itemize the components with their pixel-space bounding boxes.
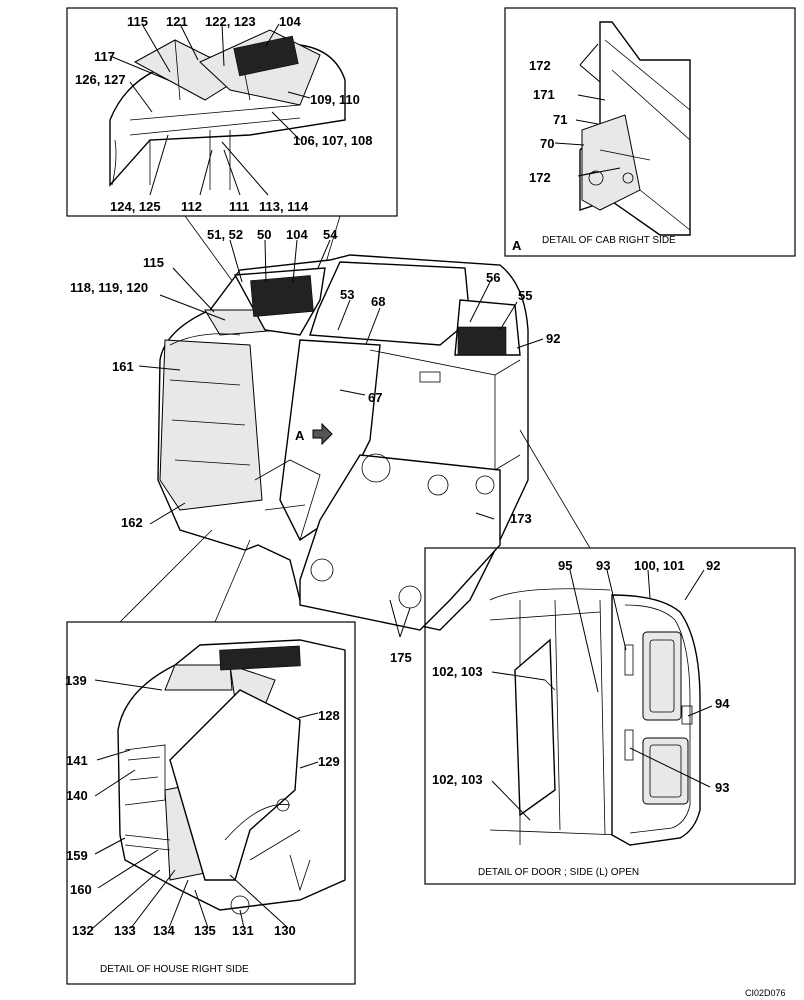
label-141: 141 [66,753,88,768]
door-detail: 95 93 100, 101 92 102, 103 94 93 102, 10… [424,547,796,885]
label-109-110: 109, 110 [310,92,360,107]
label-67: 67 [368,390,382,405]
door-detail-caption: DETAIL OF DOOR ; SIDE (L) OPEN [478,867,639,878]
main-top-grille [250,275,314,317]
label-161: 161 [112,359,134,374]
label-106-107-108: 106, 107, 108 [293,133,373,148]
label-92-door: 92 [706,558,720,573]
label-115-top: 115 [127,14,148,29]
label-128: 128 [318,708,340,723]
door-detail-frame [424,547,796,885]
label-160: 160 [70,882,92,897]
top-detail-grille [233,35,299,77]
label-93-lower: 93 [715,780,729,795]
cab-detail-letter: A [512,238,522,253]
drawing-code: CI02D076 [745,988,786,998]
house-detail: 139 128 141 129 140 159 160 132 133 134 … [65,621,356,985]
label-93-upper: 93 [596,558,610,573]
label-54: 54 [323,227,338,242]
label-135: 135 [194,923,216,938]
door-lower-window [642,737,689,805]
label-94: 94 [715,696,730,711]
top-detail: 115 121 122, 123 104 117 126, 127 109, 1… [66,7,398,217]
door-upper-window [642,631,682,721]
label-122-123: 122, 123 [205,14,256,29]
label-111: 111 [229,199,249,214]
house-detail-grille [219,645,301,671]
main-right-grille [457,326,507,356]
label-118-119-120: 118, 119, 120 [70,280,148,295]
label-175: 175 [390,650,412,665]
label-171: 171 [533,87,555,102]
view-a-letter: A [295,428,305,443]
label-53: 53 [340,287,354,302]
cab-detail-caption: DETAIL OF CAB RIGHT SIDE [542,235,676,246]
label-102-103-upper: 102, 103 [432,664,483,679]
label-134: 134 [153,923,175,938]
label-51-52: 51, 52 [207,227,243,242]
label-100-101: 100, 101 [634,558,685,573]
label-133: 133 [114,923,136,938]
label-131: 131 [232,923,254,938]
label-102-103-lower: 102, 103 [432,772,483,787]
main-assembly: A 51, 52 50 104 54 115 118, 119, 120 53 … [70,215,591,665]
label-130: 130 [274,923,296,938]
label-68: 68 [371,294,385,309]
label-172-lower: 172 [529,170,551,185]
label-70: 70 [540,136,554,151]
label-140: 140 [66,788,88,803]
label-71: 71 [553,112,567,127]
label-124-125: 124, 125 [110,199,161,214]
label-159: 159 [66,848,88,863]
label-104-top: 104 [279,14,301,29]
view-a-arrow: A [295,422,333,446]
house-detail-caption: DETAIL OF HOUSE RIGHT SIDE [100,964,249,975]
cab-detail: 172 171 71 70 172 A DETAIL OF CAB RIGHT … [504,7,796,257]
label-112: 112 [181,199,202,214]
label-117: 117 [94,49,115,64]
label-55: 55 [518,288,532,303]
label-56: 56 [486,270,500,285]
label-132: 132 [72,923,94,938]
label-126-127: 126, 127 [75,72,126,87]
label-104-main: 104 [286,227,308,242]
label-95: 95 [558,558,572,573]
label-121: 121 [166,14,188,29]
label-115-main: 115 [143,255,164,270]
label-92-main: 92 [546,331,560,346]
label-113-114: 113, 114 [259,199,309,214]
label-172-upper: 172 [529,58,551,73]
label-50: 50 [257,227,271,242]
cab-detail-frame [504,7,796,257]
label-129: 129 [318,754,340,769]
top-detail-frame [66,7,398,217]
label-139: 139 [65,673,87,688]
house-detail-frame [66,621,356,985]
label-173: 173 [510,511,532,526]
label-162: 162 [121,515,143,530]
